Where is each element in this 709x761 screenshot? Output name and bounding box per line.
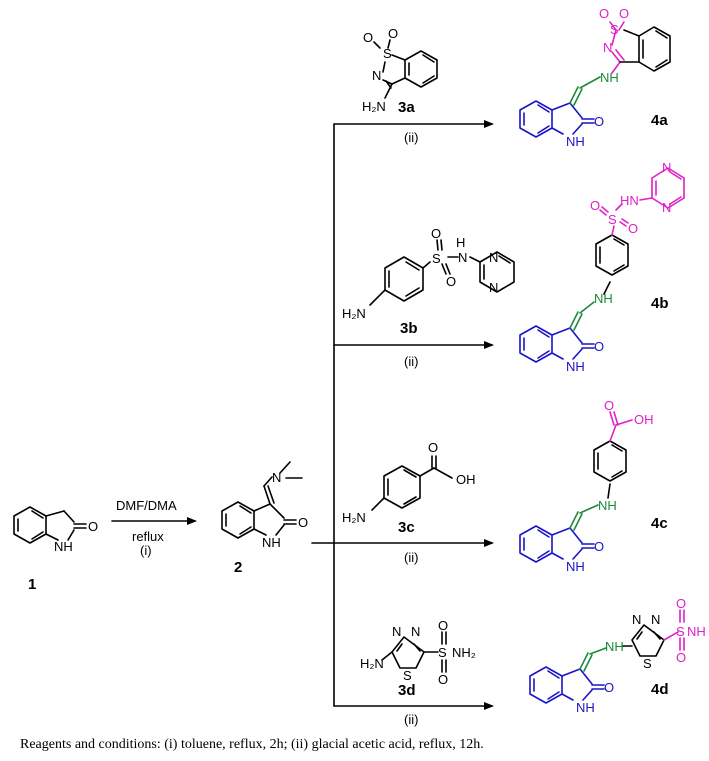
atom-n: N	[603, 40, 612, 55]
atom-s: S	[403, 668, 412, 683]
atom-o: O	[599, 6, 609, 21]
compound-1-structure: O NH	[13, 506, 98, 554]
atom-o: O	[676, 596, 686, 611]
atom-o: O	[438, 672, 448, 687]
atom-n: N	[372, 68, 381, 83]
atom-o: O	[446, 274, 456, 289]
atom-h2n: H₂N	[360, 656, 384, 671]
atom-nh: NH	[600, 70, 619, 85]
atom-o: O	[431, 226, 441, 241]
atom-h2n: H₂N	[342, 306, 366, 321]
atom-s: S	[643, 656, 652, 671]
atom-nh: NH	[576, 700, 595, 715]
compound-3a-label: 3a	[398, 99, 415, 116]
atom-s: S	[383, 46, 392, 61]
compound-2-structure	[221, 461, 303, 539]
atom-nh: NH	[566, 134, 585, 149]
atom-nh: NH	[605, 639, 624, 654]
atom-o: O	[428, 440, 438, 455]
atom-o: O	[604, 680, 614, 695]
atom-o: O	[594, 114, 604, 129]
atom-n: N	[662, 160, 671, 175]
atom-s: S	[608, 212, 617, 227]
atom-s: S	[676, 624, 685, 639]
step-1-label: (i)	[140, 543, 152, 558]
compound-3b-structure	[369, 239, 515, 306]
compound-4b-label: 4b	[651, 295, 669, 312]
atom-o: O	[363, 30, 373, 45]
atom-nh: NH	[594, 291, 613, 306]
atom-o: O	[676, 650, 686, 665]
atom-nh: NH	[566, 559, 585, 574]
atom-oh: OH	[634, 412, 654, 427]
atom-nh: NH	[566, 359, 585, 374]
atom-o: O	[628, 221, 638, 236]
atom-h2n: H₂N	[362, 99, 386, 114]
compound-4a-label: 4a	[651, 112, 668, 129]
atom-n: N	[411, 624, 420, 639]
compound-4d-label: 4d	[651, 681, 669, 698]
atom-s: S	[610, 22, 619, 37]
atom-o: O	[604, 398, 614, 413]
atom-o: O	[298, 515, 308, 530]
compound-3d-structure	[381, 631, 447, 673]
compound-4a-structure	[519, 21, 671, 138]
compound-4c-structure	[519, 411, 633, 563]
atom-nh2: NH₂	[452, 645, 476, 660]
step-2-label-a: (ii)	[404, 130, 418, 145]
atom-o: O	[594, 539, 604, 554]
atom-oh: OH	[456, 472, 476, 487]
atom-hn: HN	[620, 193, 639, 208]
step-2-label-d: (ii)	[404, 712, 418, 727]
atom-n: N	[458, 250, 467, 265]
step-1-reagent: DMF/DMA	[116, 498, 177, 513]
compound-3a-structure	[373, 39, 438, 99]
atom-n: N	[272, 470, 281, 485]
atom-o: O	[88, 519, 98, 534]
compound-3d-label: 3d	[398, 682, 416, 699]
atom-nh: NH	[262, 535, 281, 550]
atom-nh2: NH	[687, 624, 706, 639]
branch-lines	[311, 120, 494, 710]
atom-n: N	[489, 250, 498, 265]
reagents-caption: Reagents and conditions: (i) toluene, re…	[20, 737, 484, 752]
compound-4d-structure	[529, 609, 685, 704]
atom-o: O	[590, 198, 600, 213]
atom-s: S	[438, 645, 447, 660]
step-2-label-b: (ii)	[404, 354, 418, 369]
atom-nh: NH	[54, 539, 73, 554]
compound-2-label: 2	[234, 559, 242, 576]
atom-n: N	[632, 612, 641, 627]
atom-o: O	[619, 6, 629, 21]
atom-o: O	[438, 618, 448, 633]
compound-3c-structure	[371, 455, 453, 511]
compound-3c-label: 3c	[398, 519, 415, 536]
atom-n: N	[392, 624, 401, 639]
step-2-label-c: (ii)	[404, 550, 418, 565]
compound-4b-structure	[519, 167, 685, 363]
atom-o: O	[594, 339, 604, 354]
atom-n: N	[662, 200, 671, 215]
atom-s: S	[432, 251, 441, 266]
compound-3b-label: 3b	[400, 320, 418, 337]
atom-n: N	[651, 612, 660, 627]
step-1-condition: reflux	[132, 529, 164, 544]
atom-nh: NH	[598, 498, 617, 513]
atom-nh: H	[456, 235, 465, 250]
compound-1-label: 1	[28, 576, 36, 593]
atom-h2n: H₂N	[342, 510, 366, 525]
atom-n: N	[489, 280, 498, 295]
atom-o: O	[388, 26, 398, 41]
step-1-arrow	[111, 517, 197, 525]
compound-4c-label: 4c	[651, 515, 668, 532]
